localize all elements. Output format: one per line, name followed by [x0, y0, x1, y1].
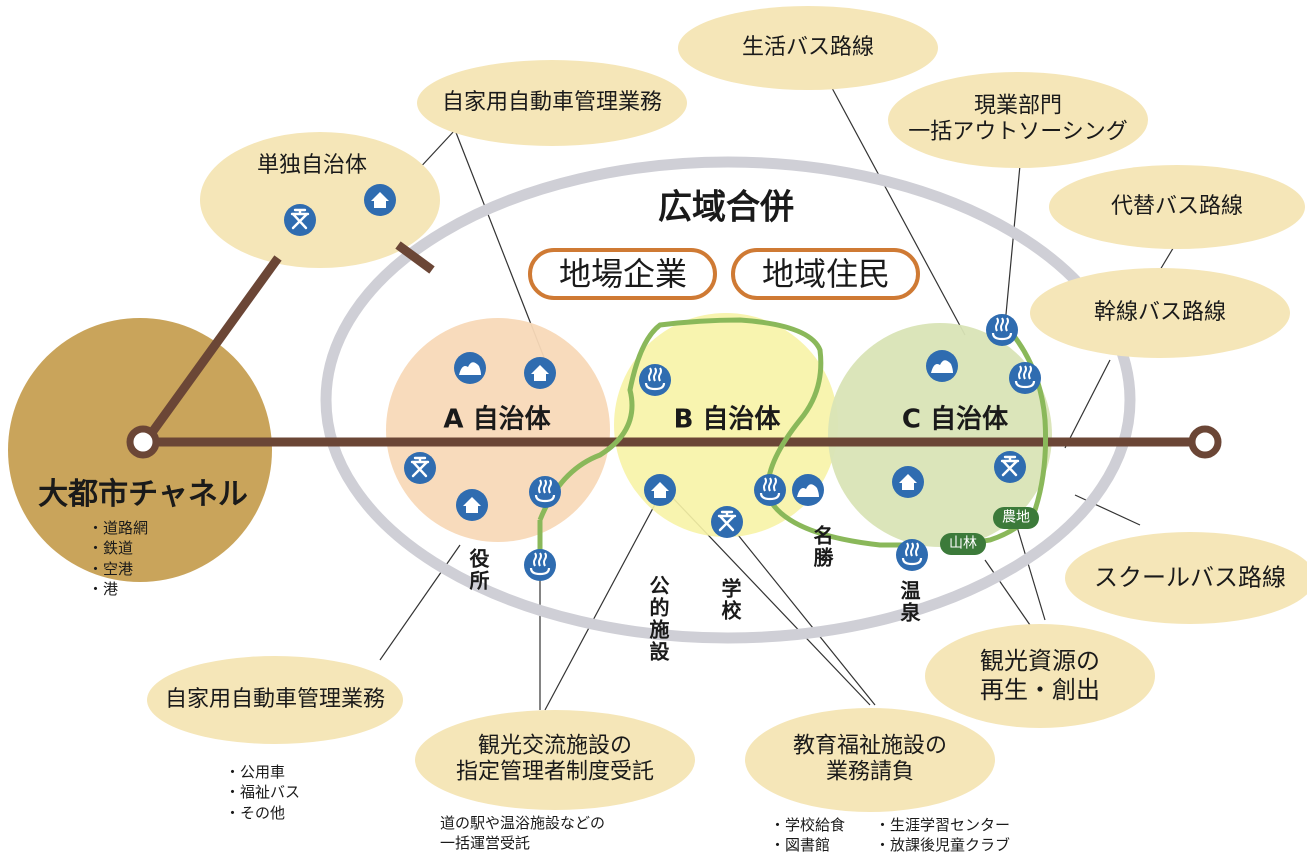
school-icon: [282, 202, 318, 238]
house-icon: [456, 489, 488, 521]
municipality-a-label: A 自治体: [443, 404, 551, 435]
merger-title: 広域合併: [658, 187, 794, 228]
school-bus-route: スクールバス路線: [1094, 563, 1286, 592]
house-icon: [644, 474, 676, 506]
onsen-icon: [637, 362, 673, 398]
school-icon: [402, 450, 438, 486]
mountain-icon: [454, 352, 486, 384]
trunk-bus-route: 幹線バス路線: [1093, 299, 1227, 325]
education-notes-left: ・学校給食 ・図書館: [770, 816, 846, 855]
life-bus-route: 生活バス路線: [741, 34, 875, 60]
onsen-icon: [752, 472, 788, 508]
hot-spring-label: 温泉: [897, 580, 921, 624]
house-icon: [364, 184, 396, 216]
farmland-tag-label: 農地: [1002, 509, 1030, 526]
school-icon: [992, 449, 1028, 485]
local-business-label: 地場企業: [558, 254, 688, 293]
scenic-spot-label: 名勝: [810, 525, 834, 569]
onsen-icon: [894, 537, 930, 573]
education-welfare-contract: 教育福祉施設の 業務請負: [792, 733, 948, 785]
onsen-icon: [1007, 360, 1043, 396]
private-car-notes: ・公用車 ・福祉バス ・その他: [225, 763, 301, 822]
private-car-management-bottom: 自家用自動車管理業務: [164, 686, 386, 712]
farmland-tag: [993, 507, 1039, 529]
metro-channel-label: 大都市チャネル: [38, 477, 248, 512]
wide-area-merger-ellipse: [320, 156, 1136, 644]
mountain-forest-tag: [940, 533, 986, 555]
onsen-icon: [522, 547, 558, 583]
tourism-facility-notes: 道の駅や温浴施設などの 一括運営受託: [440, 814, 606, 853]
local-residents-label: 地域住民: [761, 254, 891, 293]
onsen-icon: [527, 474, 563, 510]
municipality-c-label: C 自治体: [901, 404, 1009, 435]
bulk-outsourcing: 現業部門 一括アウトソーシング: [908, 93, 1128, 145]
mountain-icon: [926, 350, 958, 382]
local-business-pill: [528, 248, 717, 300]
single-municipality-bubble: [200, 132, 440, 268]
onsen-icon: [984, 312, 1020, 348]
house-icon: [892, 466, 924, 498]
mountain-icon: [792, 474, 824, 506]
metro-node: [126, 425, 160, 459]
private-car-management-top: 自家用自動車管理業務: [441, 89, 663, 115]
mountain-forest-tag-label: 山林: [949, 535, 977, 552]
school-icon: [709, 504, 745, 540]
metro-channel-items: ・道路網 ・鉄道 ・空港 ・港: [88, 519, 149, 598]
municipality-b-label: B 自治体: [673, 404, 781, 435]
school-label: 学校: [718, 578, 742, 622]
municipality-c-circle: [828, 323, 1052, 547]
single-municipality-label: 単独自治体: [256, 152, 368, 178]
callout-bubbles: [147, 6, 1307, 812]
office-label: 役所: [466, 548, 490, 592]
tourism-facility-management: 観光交流施設の 指定管理者制度受託: [455, 733, 655, 785]
road-end-node: [1188, 425, 1222, 459]
tourism-resource: 観光資源の 再生・創出: [980, 647, 1100, 704]
alternative-bus-route: 代替バス路線: [1110, 193, 1244, 219]
local-residents-pill: [731, 248, 920, 300]
public-facility-label: 公的施設: [646, 575, 670, 663]
house-icon: [524, 357, 556, 389]
education-notes-right: ・生涯学習センター ・放課後児童クラブ: [875, 816, 1011, 855]
road-lines: [139, 241, 1200, 448]
